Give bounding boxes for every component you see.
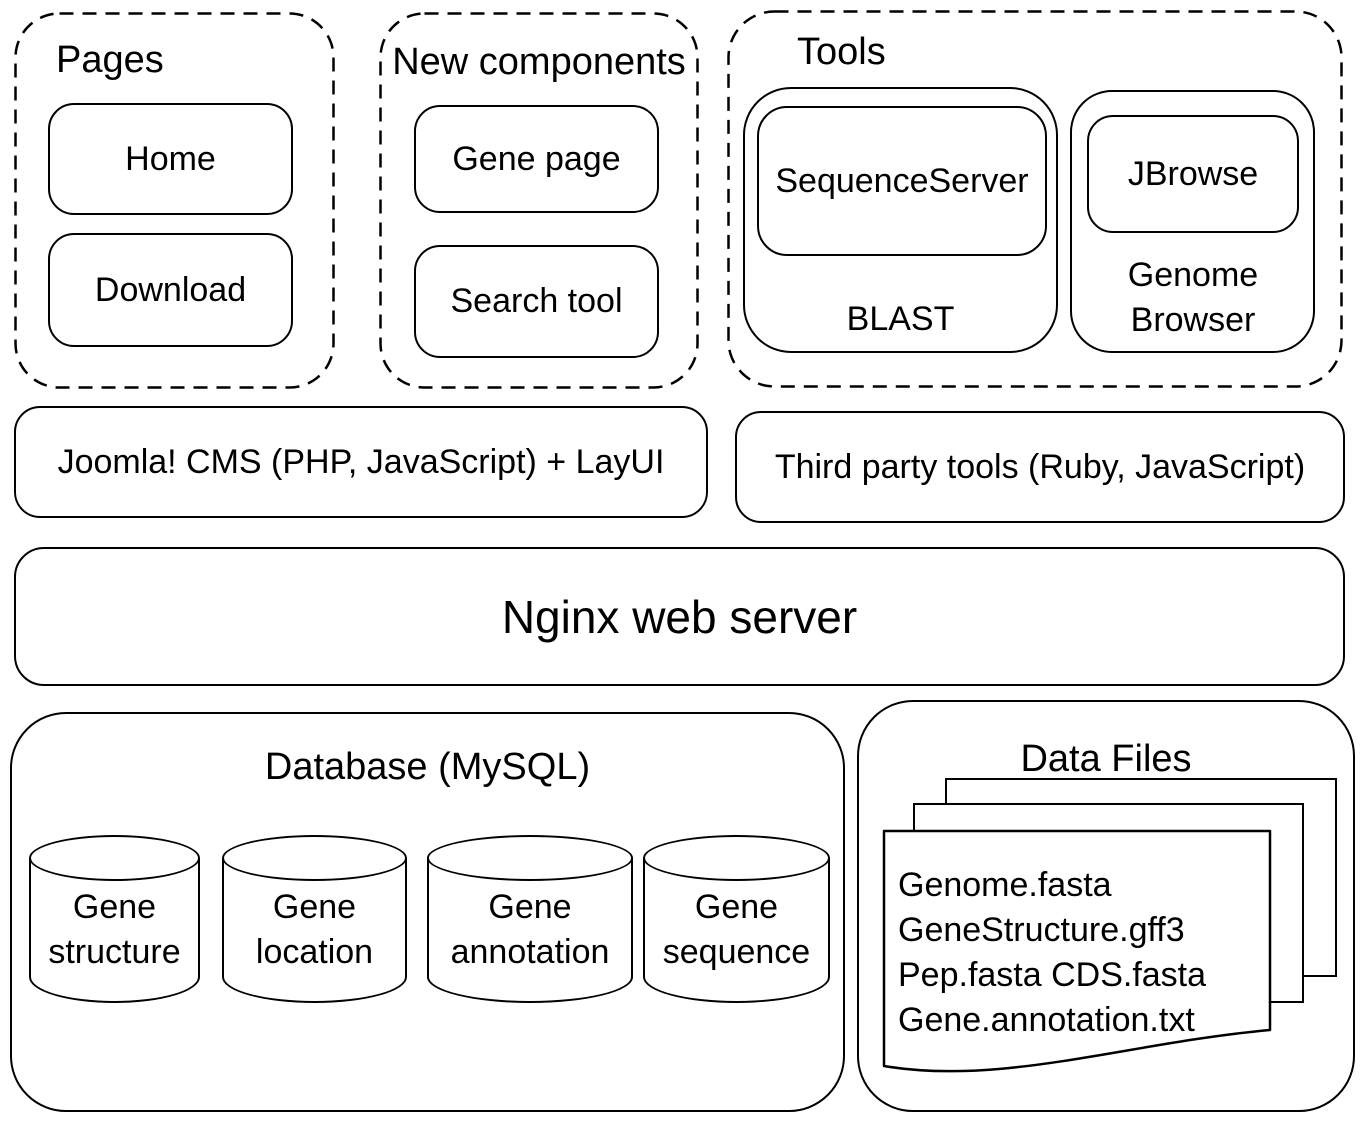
cylinder-body — [643, 858, 830, 1003]
gene-page-node: Gene page — [414, 105, 659, 213]
home-node: Home — [48, 103, 293, 215]
joomla-cms-node: Joomla! CMS (PHP, JavaScript) + LayUI — [14, 406, 708, 518]
new-components-group: New components — [379, 12, 699, 389]
new-components-title: New components — [392, 41, 686, 83]
cylinder-top — [222, 835, 407, 881]
cylinder-body — [222, 858, 407, 1003]
file-line: Gene.annotation.txt — [898, 1001, 1195, 1039]
genome-browser-label: Genome Browser — [1127, 256, 1259, 339]
search-tool-node: Search tool — [414, 245, 659, 358]
file-line: Pep.fasta CDS.fasta — [898, 956, 1207, 994]
tools-dashed-outline — [727, 10, 1343, 388]
cylinder-body — [29, 858, 200, 1003]
nginx-server-node: Nginx web server — [14, 547, 1345, 686]
pages-dashed-outline — [14, 12, 335, 389]
cylinder-top — [29, 835, 200, 881]
tools-group: Tools — [727, 10, 1343, 388]
cylinder-body — [427, 858, 633, 1003]
file-line: GeneStructure.gff3 — [898, 911, 1185, 949]
pages-group: Pages — [14, 12, 335, 389]
third-party-tools-node: Third party tools (Ruby, JavaScript) — [735, 411, 1345, 523]
pages-title: Pages — [56, 39, 164, 81]
new-components-dashed-outline — [379, 12, 699, 389]
file-line: Genome.fasta — [898, 866, 1112, 904]
cylinder-top — [643, 835, 830, 881]
doc-front — [882, 829, 1272, 1073]
jbrowse-node: JBrowse — [1087, 115, 1299, 233]
file-list: Genome.fasta GeneStructure.gff3 Pep.fast… — [898, 863, 1206, 1043]
sequenceserver-node: SequenceServer — [757, 106, 1047, 256]
data-files-title: Data Files — [1020, 738, 1192, 780]
cylinder-top — [427, 835, 633, 881]
blast-label: BLAST — [846, 300, 955, 338]
database-title: Database (MySQL) — [264, 746, 591, 788]
tools-title: Tools — [797, 31, 886, 73]
download-node: Download — [48, 233, 293, 347]
